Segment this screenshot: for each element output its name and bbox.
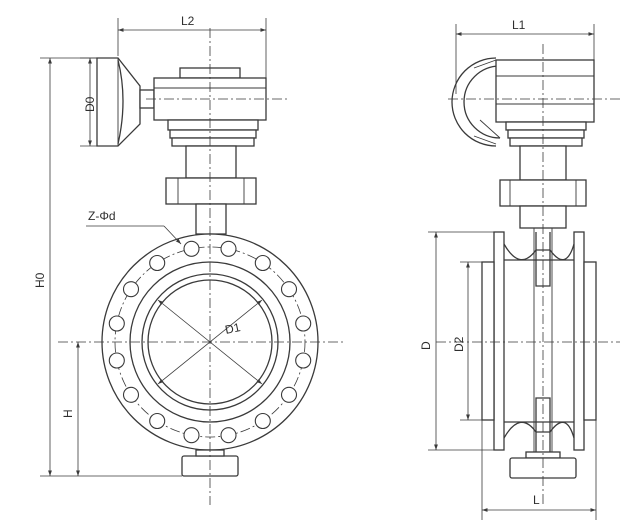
front-bolt-holes xyxy=(108,240,312,444)
side-dimensions xyxy=(428,24,597,520)
label-z-phi-d: Z-Φd xyxy=(88,209,116,223)
label-d0: D0 xyxy=(83,96,97,112)
label-l1: L1 xyxy=(512,18,526,32)
bolt-hole xyxy=(295,315,312,332)
bolt-hole xyxy=(183,427,200,444)
label-h0: H0 xyxy=(33,272,47,288)
bolt-hole xyxy=(183,240,200,257)
label-d1: D1 xyxy=(224,320,242,337)
bolt-hole xyxy=(254,254,271,272)
bolt-hole xyxy=(149,412,166,430)
front-view xyxy=(58,28,345,505)
label-d: D xyxy=(419,341,433,350)
bolt-hole xyxy=(220,427,237,444)
side-gearbox xyxy=(495,59,595,147)
side-body xyxy=(481,228,597,479)
label-d2: D2 xyxy=(452,336,466,352)
label-h: H xyxy=(61,409,75,418)
bolt-hole xyxy=(280,281,298,298)
side-handwheel xyxy=(451,57,501,147)
bolt-hole xyxy=(220,240,237,257)
bolt-hole xyxy=(149,254,166,272)
bolt-hole xyxy=(108,315,125,332)
bolt-hole xyxy=(254,412,271,430)
bolt-hole xyxy=(122,281,140,298)
bolt-hole xyxy=(108,352,125,369)
bolt-hole xyxy=(122,386,140,403)
d1-cross-line xyxy=(157,299,263,385)
bolt-hole xyxy=(295,352,312,369)
label-l2: L2 xyxy=(181,14,195,28)
label-l: L xyxy=(533,493,540,507)
front-handwheel xyxy=(96,57,155,147)
bolt-hole xyxy=(280,386,298,403)
side-view xyxy=(436,44,620,505)
front-dimensions xyxy=(40,18,267,477)
front-neck xyxy=(165,145,257,235)
